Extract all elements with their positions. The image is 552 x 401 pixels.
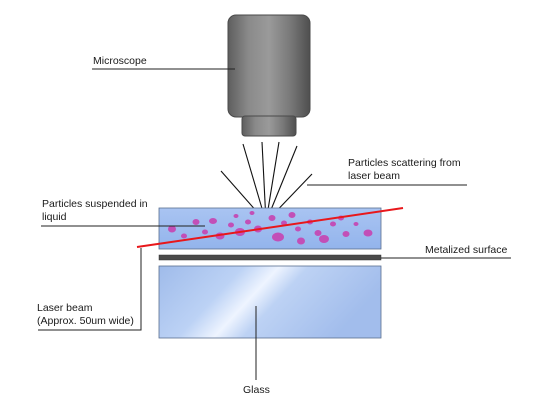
suspended-label-line2: liquid <box>42 211 67 223</box>
scattering-label-line1: Particles scattering from <box>348 157 461 169</box>
particle <box>342 231 350 237</box>
scattering-label: Particles scattering from laser beam <box>348 157 461 183</box>
leader-laser <box>38 248 142 331</box>
laser-beam-label-line2: (Approx. 50um wide) <box>37 315 134 327</box>
particle <box>319 235 329 243</box>
particle <box>181 233 187 239</box>
particle <box>268 215 276 221</box>
particle <box>245 219 251 225</box>
metalized-surface <box>158 254 382 261</box>
microscope <box>227 14 311 137</box>
microscope-label: Microscope <box>93 55 147 67</box>
particle <box>228 222 234 228</box>
particle <box>295 226 301 232</box>
particle <box>314 230 322 236</box>
metalized-label: Metalized surface <box>425 244 508 256</box>
glass-label: Glass <box>243 384 270 396</box>
laser-beam <box>136 207 404 248</box>
laser-beam-label: Laser beam (Approx. 50um wide) <box>37 302 134 328</box>
particle <box>272 232 284 242</box>
particle <box>202 229 208 235</box>
particles <box>168 211 373 245</box>
particle <box>192 219 200 225</box>
particle <box>363 229 373 237</box>
scattering-label-line2: laser beam <box>348 170 400 182</box>
microscope-body <box>227 14 311 118</box>
particle <box>297 237 305 245</box>
particle <box>353 222 359 226</box>
leader-lines <box>38 68 511 380</box>
suspended-label: Particles suspended in liquid <box>42 198 148 224</box>
microscope-objective <box>241 115 297 137</box>
particle <box>249 211 255 215</box>
particle <box>330 221 336 227</box>
glass-slab <box>158 265 382 339</box>
suspended-label-line1: Particles suspended in <box>42 198 148 210</box>
particle <box>209 218 217 224</box>
particle <box>233 214 239 218</box>
particle <box>168 225 176 233</box>
laser-beam-label-line1: Laser beam <box>37 302 93 314</box>
particle <box>288 212 296 218</box>
